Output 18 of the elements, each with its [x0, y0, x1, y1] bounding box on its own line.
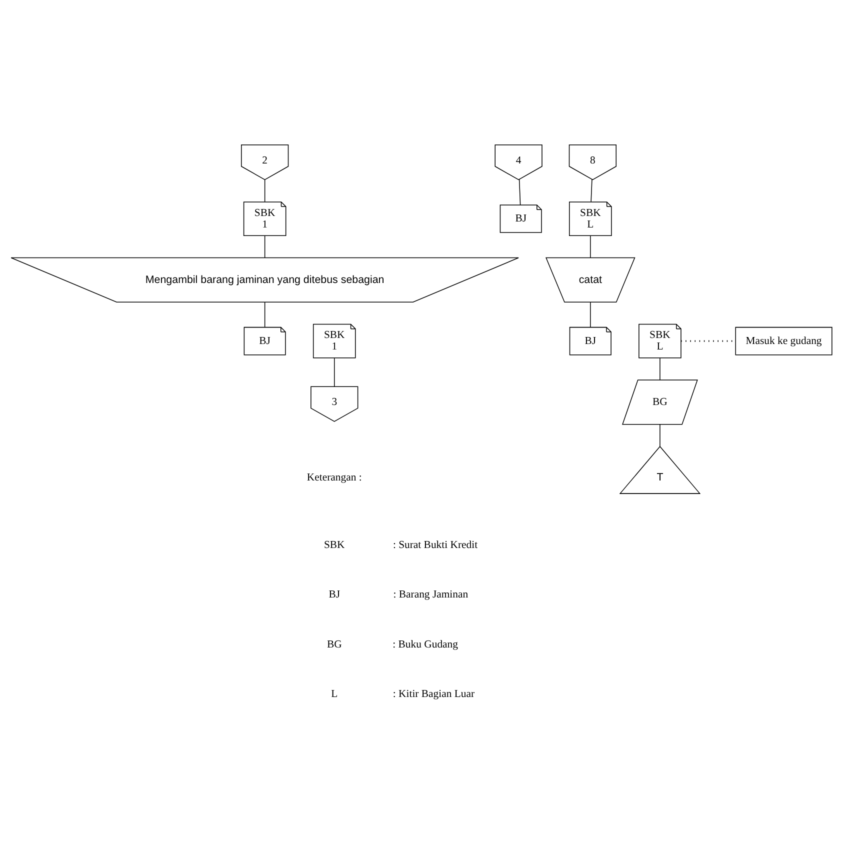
- label: : Barang Jaminan: [393, 588, 468, 600]
- label: BG: [326, 638, 342, 650]
- connector: [590, 301, 591, 327]
- label: : Buku Gudang: [392, 638, 458, 650]
- node-box: Masuk ke gudang: [735, 326, 832, 355]
- connector: [264, 178, 266, 202]
- label: : Surat Bukti Kredit: [392, 538, 478, 550]
- label: BJ: [328, 588, 340, 600]
- connector: [264, 234, 266, 258]
- connector: [590, 178, 592, 202]
- label: SBK: [324, 538, 345, 550]
- connector: [334, 357, 335, 386]
- label: L: [331, 688, 338, 700]
- connector: [518, 178, 521, 205]
- connector: [590, 234, 591, 258]
- label: : Kitir Bagian Luar: [392, 688, 475, 700]
- connector: [264, 301, 266, 327]
- label: Keterangan :: [306, 471, 362, 484]
